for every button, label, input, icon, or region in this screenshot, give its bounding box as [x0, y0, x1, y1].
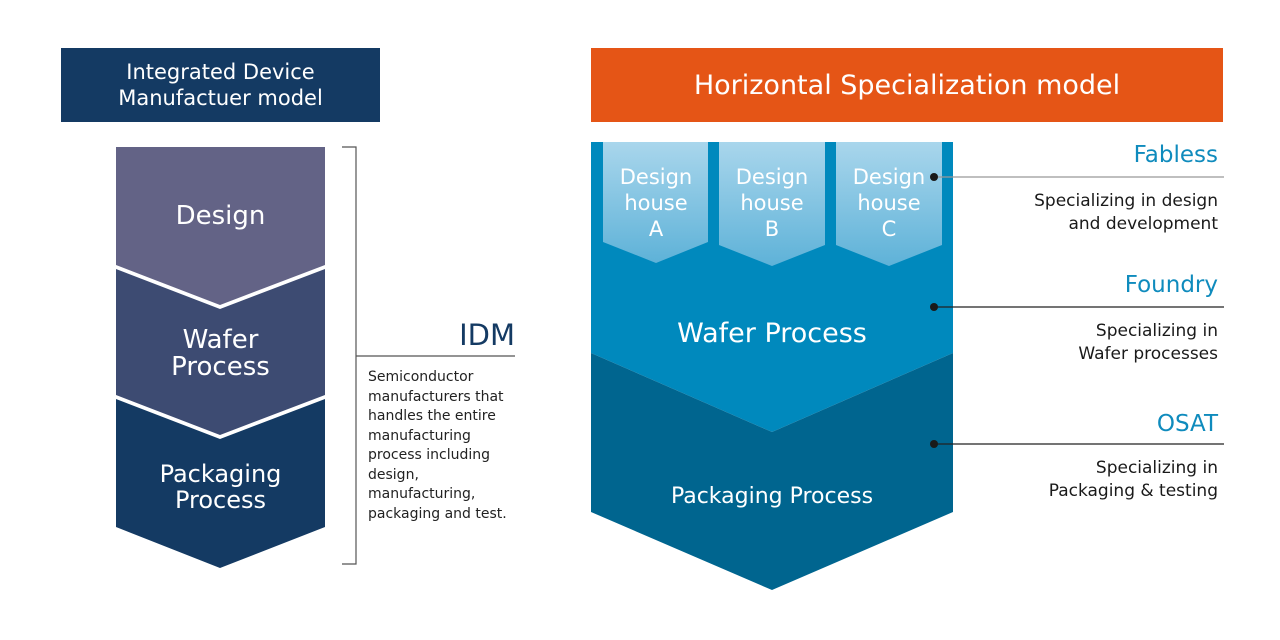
hs-wafer-label: Wafer Process	[677, 318, 867, 349]
foundry-dot	[930, 303, 938, 311]
idm-description-line: process including	[368, 447, 491, 463]
idm-stage-wafer-label: Wafer Process	[116, 327, 325, 381]
role-osat-desc-line: Packaging & testing	[1048, 481, 1218, 501]
hs-packaging-shape	[591, 353, 953, 590]
design-house-c-text-3: C	[881, 217, 897, 241]
design-house-b-label: Design house B	[734, 164, 810, 242]
design-house-a-text-2: house	[624, 191, 688, 215]
role-fabless-description: Specializing in design and development	[1034, 190, 1218, 236]
hs-model-header: Horizontal Specialization model	[591, 48, 1223, 122]
role-foundry-title: Foundry	[1124, 272, 1218, 298]
idm-model-header: Integrated Device Manufactuer model	[61, 48, 380, 122]
idm-description: Semiconductor manufacturers that handles…	[368, 368, 528, 524]
design-house-c-shape	[836, 142, 942, 266]
design-house-c-label: Design house C	[851, 164, 927, 242]
design-house-a-shape	[603, 142, 708, 263]
design-house-b-shape	[719, 142, 825, 266]
design-house-c-text-1: Design	[852, 165, 926, 189]
idm-packaging-text-2: Process	[174, 486, 267, 514]
role-osat-title: OSAT	[1156, 411, 1218, 437]
design-house-a-text-1: Design	[619, 165, 693, 189]
role-foundry-description: Specializing in Wafer processes	[1078, 320, 1218, 366]
idm-description-line: manufacturers that	[368, 388, 504, 405]
idm-description-line: manufacturing,	[368, 486, 476, 502]
idm-description-line: handles the entire	[368, 408, 496, 424]
role-fabless-title: Fabless	[1133, 142, 1218, 168]
osat-dot	[930, 440, 938, 448]
idm-label: IDM	[459, 318, 515, 352]
idm-wafer-text-2: Process	[171, 352, 270, 382]
fabless-dot	[930, 173, 938, 181]
idm-stage-design-shape	[116, 147, 325, 305]
design-house-b-text-2: house	[740, 191, 804, 215]
idm-stage-packaging-label: Packaging Process	[116, 461, 325, 513]
idm-description-line: Semiconductor	[368, 369, 474, 385]
design-house-b-text-3: B	[764, 217, 780, 241]
idm-packaging-text-1: Packaging	[159, 460, 282, 488]
idm-description-line: packaging and test.	[368, 505, 507, 522]
role-foundry-desc-line: Wafer processes	[1078, 344, 1218, 364]
role-osat-description: Specializing in Packaging & testing	[1049, 457, 1218, 503]
design-house-a-label: Design house A	[618, 164, 694, 242]
idm-stage-packaging-shape	[116, 399, 325, 568]
role-fabless-desc-line: and development	[1068, 214, 1218, 234]
idm-design-text: Design	[175, 201, 266, 231]
hs-packaging-label: Packaging Process	[670, 484, 874, 509]
idm-description-line: manufacturing	[368, 427, 471, 444]
design-house-a-text-3: A	[648, 217, 664, 241]
idm-stage-wafer-shape	[116, 269, 325, 435]
role-fabless-desc-line: Specializing in design	[1034, 191, 1218, 211]
design-house-c-text-2: house	[857, 191, 921, 215]
role-osat-desc-line: Specializing in	[1095, 458, 1218, 478]
idm-description-line: design,	[368, 466, 419, 483]
idm-header-line-1: Integrated Device	[126, 60, 315, 84]
idm-stage-design-label: Design	[116, 203, 325, 230]
role-foundry-desc-line: Specializing in	[1095, 321, 1218, 341]
idm-bracket	[342, 146, 357, 565]
design-house-b-text-1: Design	[735, 165, 809, 189]
idm-wafer-text-1: Wafer	[182, 325, 259, 355]
idm-header-line-2: Manufactuer model	[118, 86, 323, 110]
